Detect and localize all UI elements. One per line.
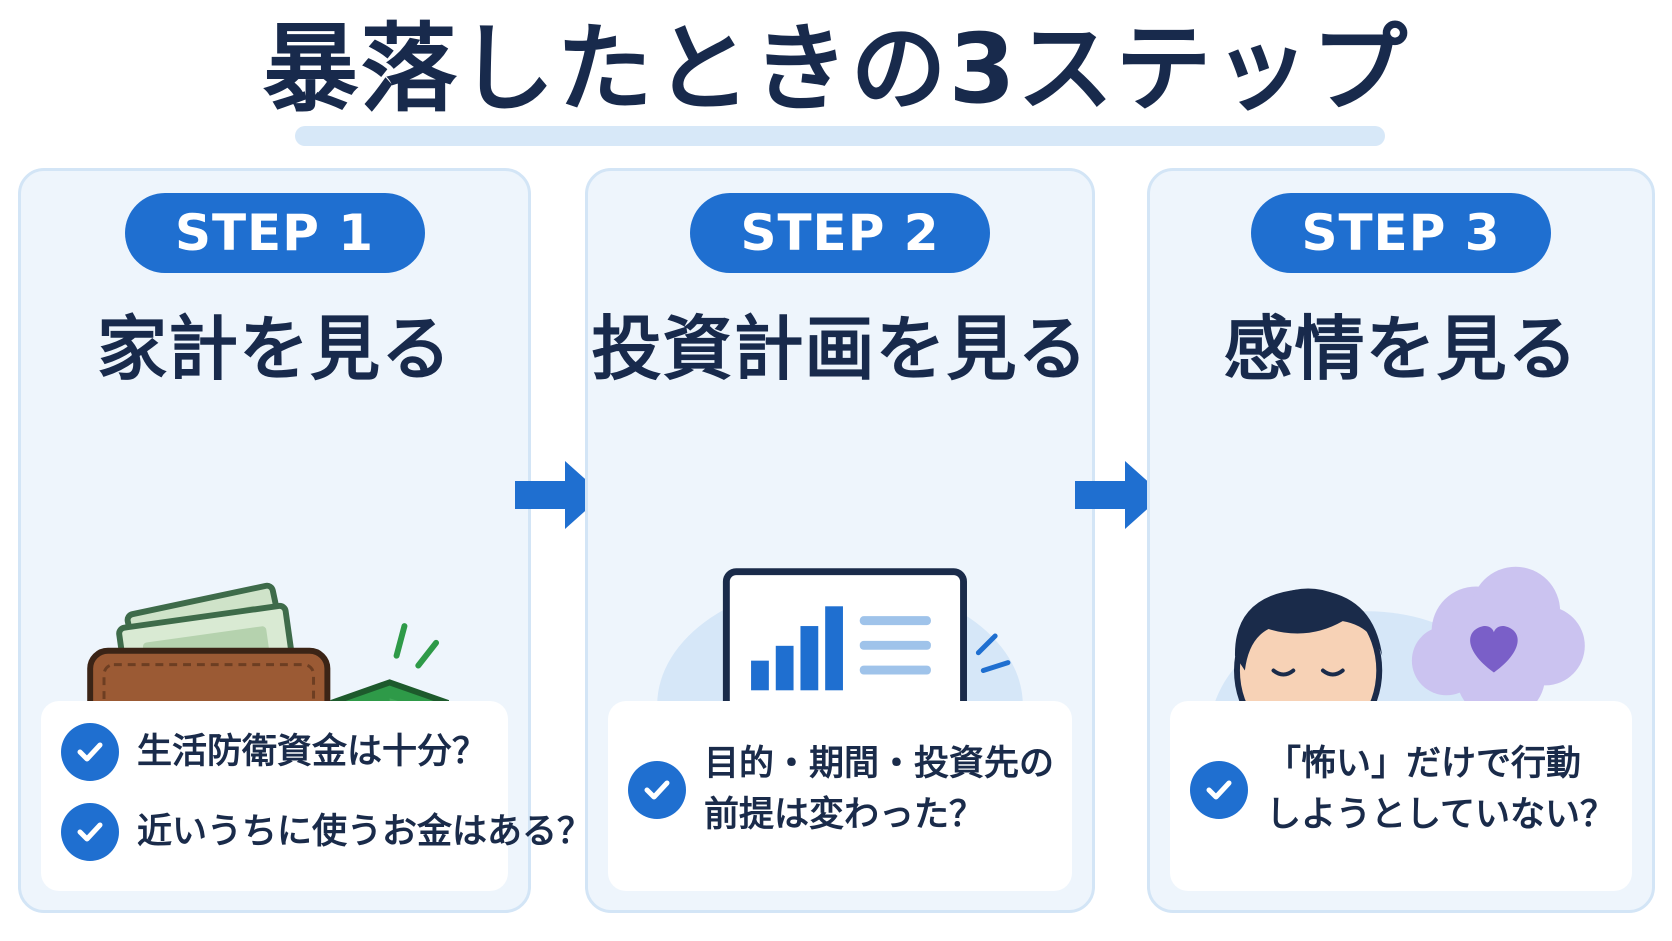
checklist-item: 近いうちに使うお金はある？ xyxy=(61,803,592,861)
checklist-text: 生活防衛資金は十分？ xyxy=(137,731,488,772)
step-1-checklist: 生活防衛資金は十分？ 近いうちに使うお金はある？ xyxy=(41,701,592,891)
arrow-right-icon xyxy=(515,461,603,529)
checklist-text: 目的・期間・投資先の 前提は変わった？ xyxy=(704,744,1055,835)
checklist-item: 「怖い」だけで行動 しようとしていない？ xyxy=(1190,739,1622,841)
step-1-badge: STEP 1 xyxy=(124,193,425,273)
step-2-card: STEP 2 投資計画を見る 目的・期間・投資先の xyxy=(585,168,1095,913)
page-title: 暴落したときの3ステップ xyxy=(262,13,1410,125)
checklist-item: 生活防衛資金は十分？ xyxy=(61,723,498,781)
step-3-heading: 感情を見る xyxy=(1223,308,1579,390)
check-icon xyxy=(628,760,686,819)
step-3-badge: STEP 3 xyxy=(1251,193,1551,273)
check-icon xyxy=(1190,760,1248,819)
checklist-item: 目的・期間・投資先の 前提は変わった？ xyxy=(628,739,1062,841)
step-3-card: STEP 3 感情を見る 「怖い xyxy=(1147,168,1655,913)
step-1-card: STEP 1 家計を見る 生活防衛資金は十分？ xyxy=(18,168,592,913)
step-2-badge: STEP 2 xyxy=(690,193,990,273)
step-2-heading: 投資計画を見る xyxy=(591,308,1089,390)
checklist-text: 近いうちに使うお金はある？ xyxy=(137,811,593,852)
step-1-heading: 家計を見る xyxy=(97,308,452,390)
arrow-right-icon xyxy=(1075,461,1163,529)
step-3-checklist: 「怖い」だけで行動 しようとしていない？ xyxy=(1170,701,1632,891)
check-icon xyxy=(61,803,119,861)
check-icon xyxy=(61,723,119,781)
title-underline xyxy=(295,126,1385,146)
step-2-checklist: 目的・期間・投資先の 前提は変わった？ xyxy=(608,701,1072,891)
checklist-text: 「怖い」だけで行動 しようとしていない？ xyxy=(1266,744,1615,835)
